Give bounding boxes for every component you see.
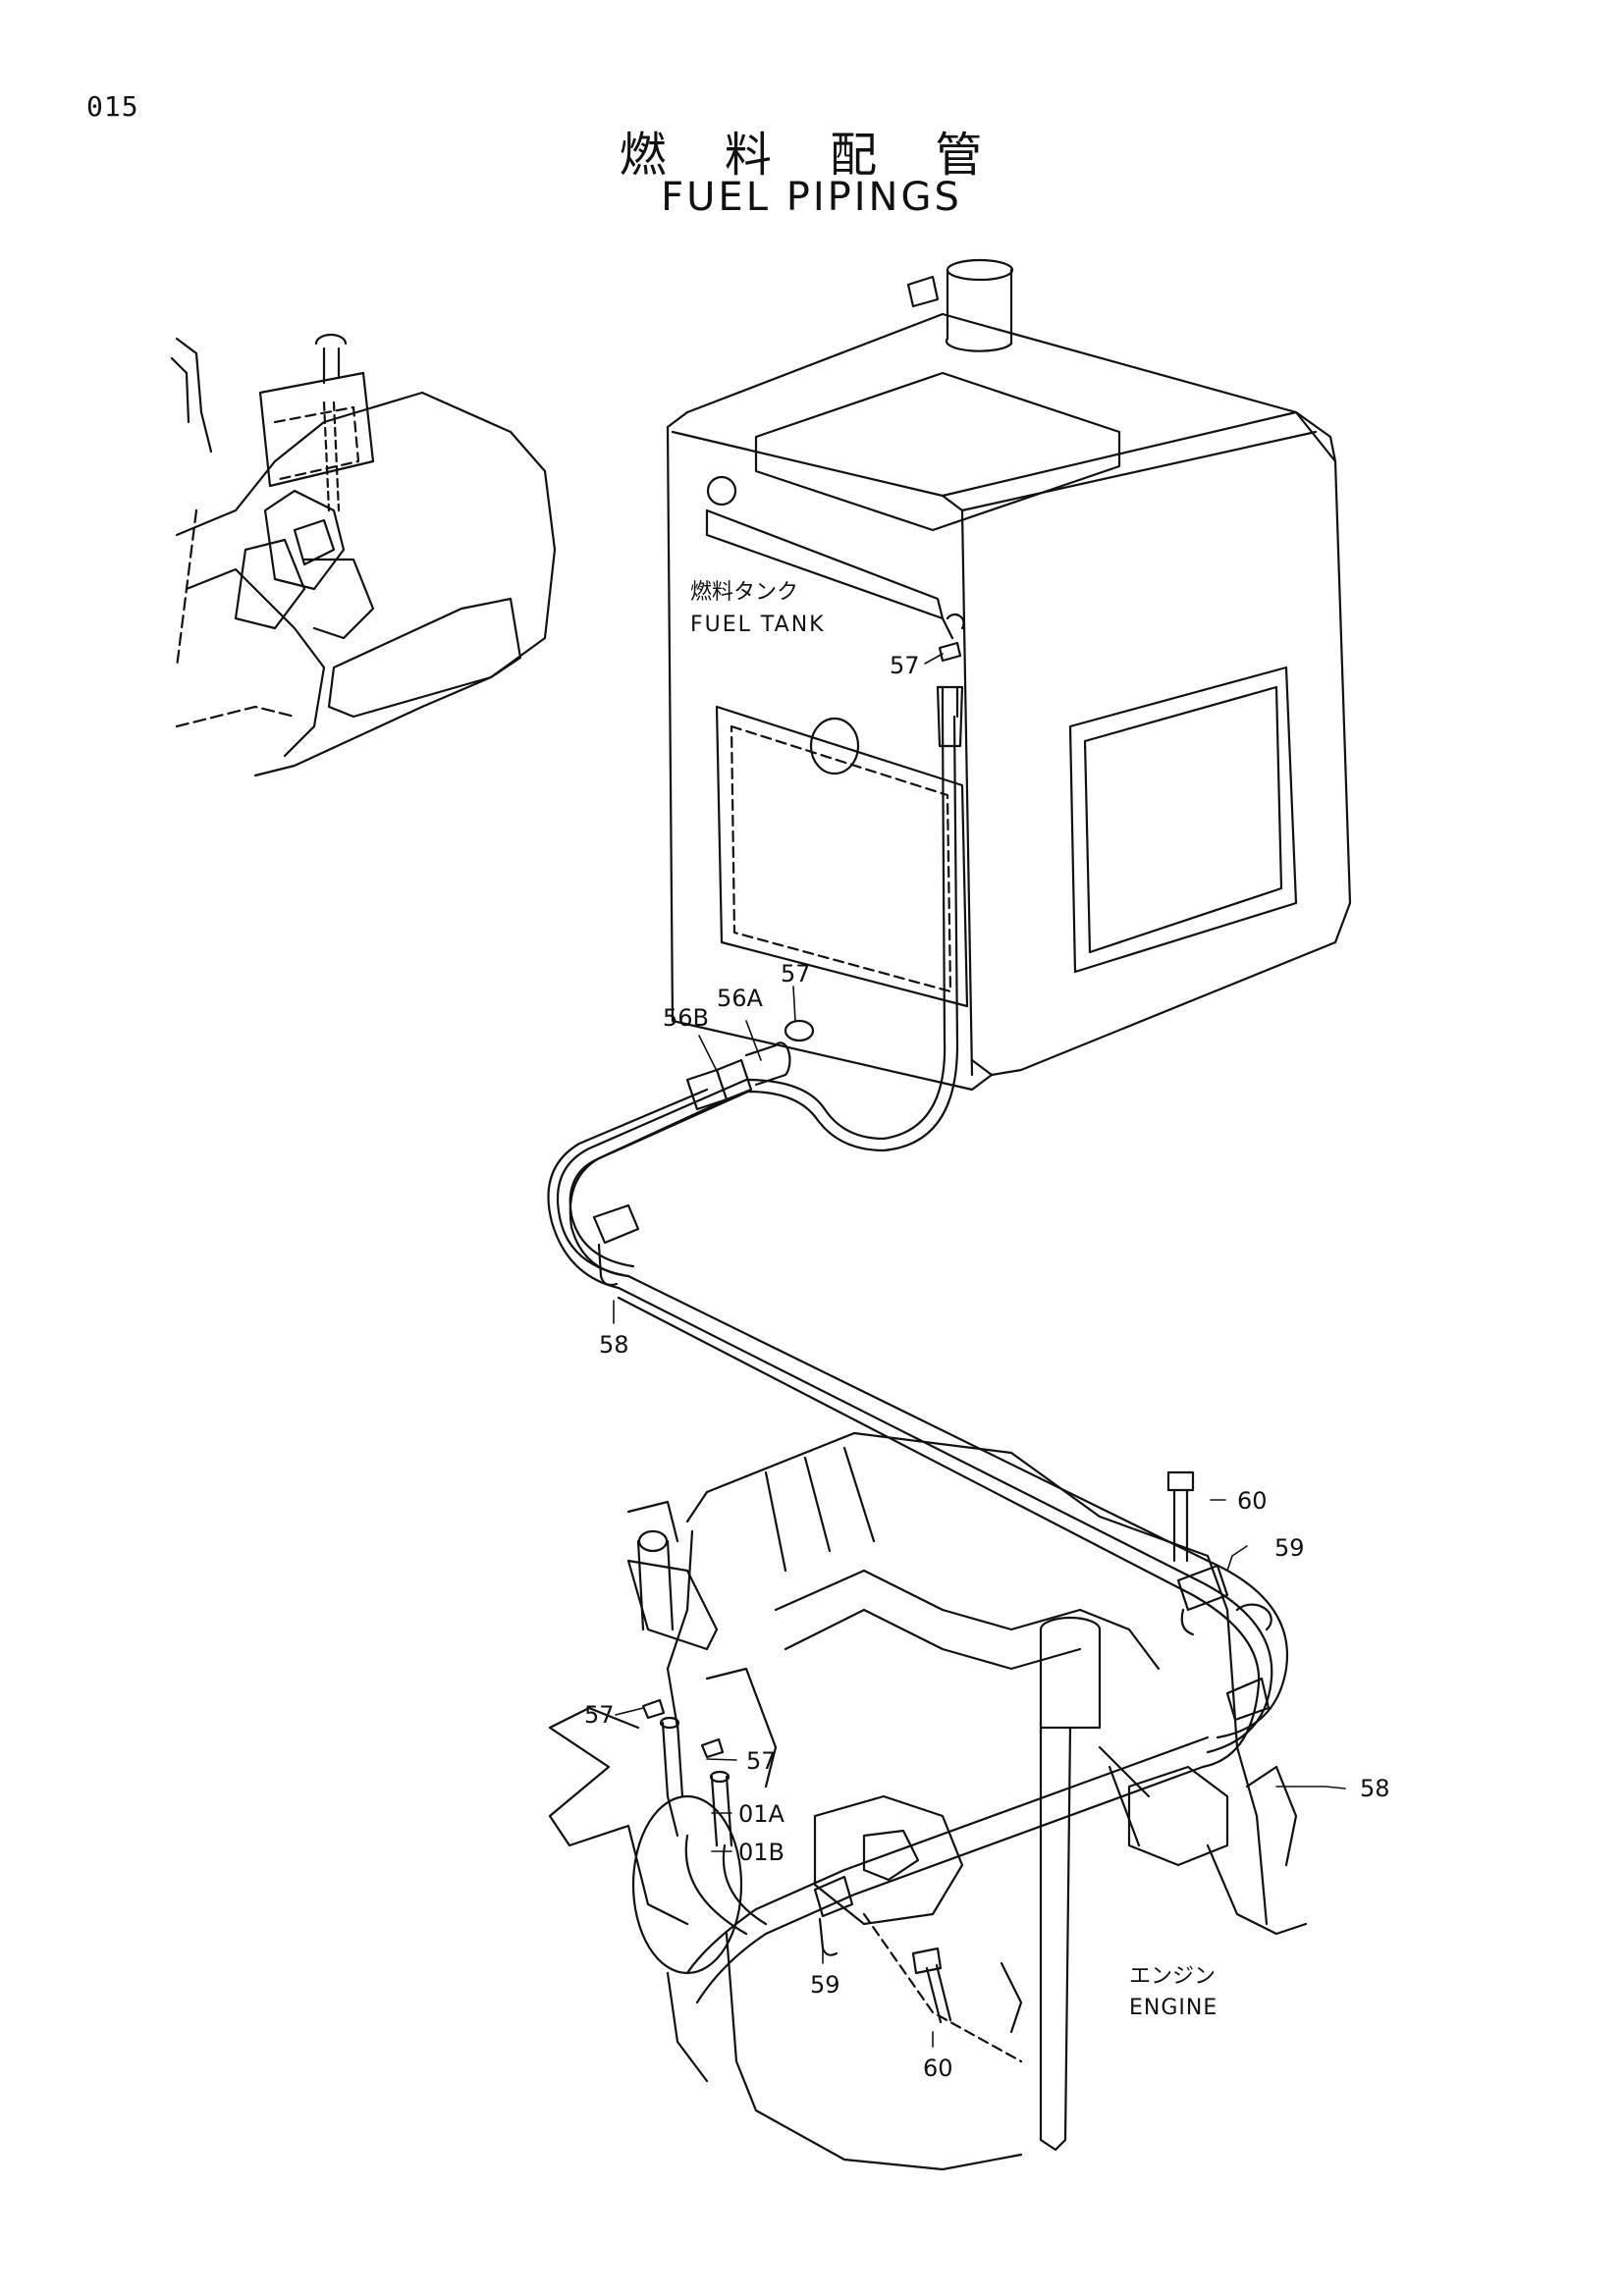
callout-58-right: 58 [1360,1775,1390,1802]
callout-60-top: 60 [1237,1487,1268,1515]
annotation-labels: 燃料タンク FUEL TANK エンジン ENGINE 57 57 56A 56… [584,580,1390,2082]
fuel-tank-label: FUEL TANK [690,613,826,637]
engine-label-jp: エンジン [1129,1964,1216,1989]
callout-60-bottom: 60 [923,2055,953,2082]
callout-59-bottom: 59 [810,1971,840,1999]
machine-overview-inset [170,333,557,777]
fuel-tank [666,258,1352,1092]
page-title: FUEL PIPINGS [661,175,962,220]
callout-59-top: 59 [1274,1534,1305,1562]
callout-56b: 56B [663,1004,709,1032]
callout-56a: 56A [717,985,764,1012]
callout-01a: 01A [738,1800,785,1828]
engine [548,1431,1308,2171]
callout-01b: 01B [738,1839,784,1866]
fuel-tank-label-jp: 燃料タンク [690,580,798,605]
callout-58-left: 58 [599,1331,629,1359]
callout-57-tank: 57 [890,652,920,679]
callout-57-engine-left: 57 [584,1701,615,1729]
engine-label: ENGINE [1129,1996,1217,2020]
clamps-and-fittings [592,641,1271,2024]
leader-lines [613,653,1346,2048]
callout-57-mid: 57 [781,960,811,988]
page-title-japanese: 燃 料 配 管 [619,128,1004,183]
fuel-hose-route [547,685,1289,2004]
page-number: 015 [86,90,139,123]
callout-57-engine-right: 57 [746,1747,777,1775]
